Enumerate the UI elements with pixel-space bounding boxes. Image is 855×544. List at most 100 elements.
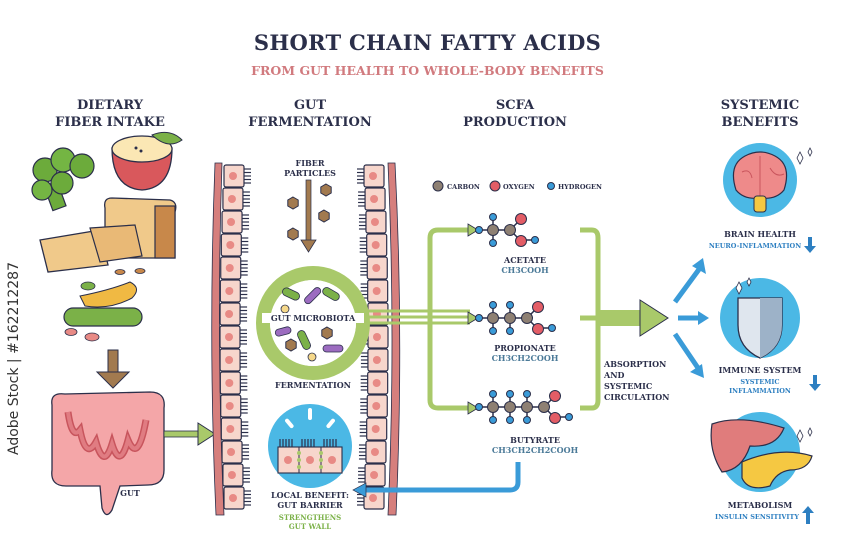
- molecule-name: ACETATE: [503, 255, 546, 265]
- molecule-structure: [475, 301, 556, 335]
- legend-hydrogen: HYDROGEN: [558, 183, 602, 191]
- oxygen-atom: [532, 301, 544, 313]
- epithelial-cell: [358, 463, 386, 487]
- hydrogen-atom: [489, 390, 497, 398]
- carbon-atom: [487, 401, 499, 413]
- fermentation-label: FERMENTATION: [275, 380, 351, 390]
- molecule-acetate: ACETATE CH3COOH: [470, 255, 580, 275]
- oxygen-atom: [515, 213, 527, 225]
- epithelial-cell: [219, 279, 248, 303]
- oxygen-atom: [532, 323, 544, 335]
- brain-icon: [723, 143, 813, 217]
- immune-system-title: IMMUNE SYSTEM: [718, 365, 802, 375]
- molecule-formula: CH3CH2COOH: [491, 353, 559, 363]
- epithelial-cell: [360, 394, 388, 418]
- epithelial-cell: [358, 440, 387, 464]
- epithelial-cell: [221, 440, 250, 464]
- legend-oxygen: OXYGEN: [503, 183, 535, 191]
- oxygen-dot: [489, 180, 501, 192]
- header-line: DIETARY: [77, 98, 143, 113]
- epithelial-cell: [220, 394, 248, 418]
- epithelial-cell: [358, 187, 386, 211]
- gut-wall-left: [211, 162, 251, 516]
- hydrogen-atom: [489, 327, 497, 335]
- molecules: [475, 213, 573, 424]
- molecule-name: PROPIONATE: [494, 343, 556, 353]
- header-line: PRODUCTION: [463, 115, 567, 130]
- hydrogen-dot: [547, 182, 555, 190]
- molecule-structure: [475, 213, 539, 247]
- column-header-dietary: DIETARY FIBER INTAKE: [40, 97, 180, 131]
- local-benefit-label: LOCAL BENEFIT: GUT BARRIER: [255, 490, 365, 510]
- label-line: FIBER: [295, 158, 325, 168]
- carbon-atom: [521, 401, 533, 413]
- absorption-label: ABSORPTION AND SYSTEMIC CIRCULATION: [604, 359, 669, 403]
- broccoli-icon: [31, 147, 95, 212]
- fiber-arrow-icon: [300, 179, 317, 253]
- epithelial-cell: [220, 417, 249, 441]
- digested-food-icon: [63, 281, 143, 342]
- hydrogen-atom: [506, 327, 514, 335]
- hydrogen-atom: [565, 413, 573, 421]
- column-header-fermentation: GUT FERMENTATION: [235, 97, 385, 131]
- molecule-name: BUTYRATE: [510, 435, 560, 445]
- label-line: STRENGTHENS: [278, 513, 342, 522]
- epithelial-cell: [219, 325, 247, 349]
- effect-arrows: [802, 237, 821, 524]
- label-line: ABSORPTION: [604, 359, 667, 369]
- epithelial-cell: [222, 187, 250, 211]
- epithelial-cell: [358, 210, 387, 234]
- carbon-atom: [504, 312, 516, 324]
- hydrogen-atom: [506, 416, 514, 424]
- epithelial-cell: [222, 463, 250, 487]
- label-line: PARTICLES: [284, 168, 336, 178]
- shield-icon: [720, 277, 800, 359]
- hydrogen-atom: [506, 301, 514, 309]
- hydrogen-atom: [548, 324, 556, 332]
- epithelial-cell: [219, 371, 248, 395]
- liver-pancreas-icon: [710, 412, 813, 492]
- metabolism-effect: INSULIN SENSITIVITY: [715, 513, 799, 521]
- header-line: SYSTEMIC: [720, 98, 800, 113]
- hydrogen-atom: [523, 390, 531, 398]
- carbon-atom: [487, 312, 499, 324]
- header-line: SCFA: [495, 98, 535, 113]
- carbon-atom: [504, 401, 516, 413]
- epithelial-cell: [223, 486, 251, 510]
- epithelial-cell: [360, 256, 388, 280]
- up-arrow-icon: [802, 506, 814, 524]
- label-line: GUT WALL: [288, 522, 332, 531]
- molecule-formula: CH3CH2CH2COOH: [491, 445, 579, 455]
- intestine-icon: [51, 391, 165, 516]
- molecule-propionate: PROPIONATE CH3CH2COOH: [470, 343, 580, 363]
- hydrogen-atom: [531, 236, 539, 244]
- apple-icon: [111, 131, 183, 191]
- oxygen-atom: [549, 390, 561, 402]
- fiber-particles-label: FIBER PARTICLES: [270, 158, 350, 178]
- molecule-butyrate: BUTYRATE CH3CH2CH2COOH: [470, 435, 600, 455]
- gut-microbiota-label: GUT MICROBIOTA: [262, 313, 364, 323]
- epithelial-cell: [219, 302, 248, 326]
- page-subtitle: FROM GUT HEALTH TO WHOLE-BODY BENEFITS: [251, 63, 604, 78]
- label-line: GUT BARRIER: [277, 500, 343, 510]
- legend-carbon: CARBON: [447, 183, 480, 191]
- header-line: GUT: [293, 98, 327, 113]
- blue-arrows: [352, 258, 709, 498]
- header-line: FERMENTATION: [248, 115, 372, 130]
- scfa-flow-lines: [360, 223, 479, 415]
- hydrogen-atom: [475, 403, 483, 411]
- epithelial-cell: [223, 164, 251, 188]
- atom-legend: [432, 180, 555, 192]
- immune-system-effect: SYSTEMIC INFLAMMATION: [722, 378, 798, 396]
- down-arrow-icon: [804, 237, 816, 253]
- carbon-atom: [487, 224, 499, 236]
- label-line: CIRCULATION: [604, 392, 670, 402]
- epithelial-cell: [359, 233, 388, 257]
- hydrogen-atom: [489, 301, 497, 309]
- bread-icon: [39, 197, 177, 275]
- carbon-dot: [432, 180, 444, 192]
- metabolism-title: METABOLISM: [727, 500, 793, 510]
- label-line: SYSTEMIC: [604, 381, 653, 391]
- header-line: BENEFITS: [721, 115, 799, 130]
